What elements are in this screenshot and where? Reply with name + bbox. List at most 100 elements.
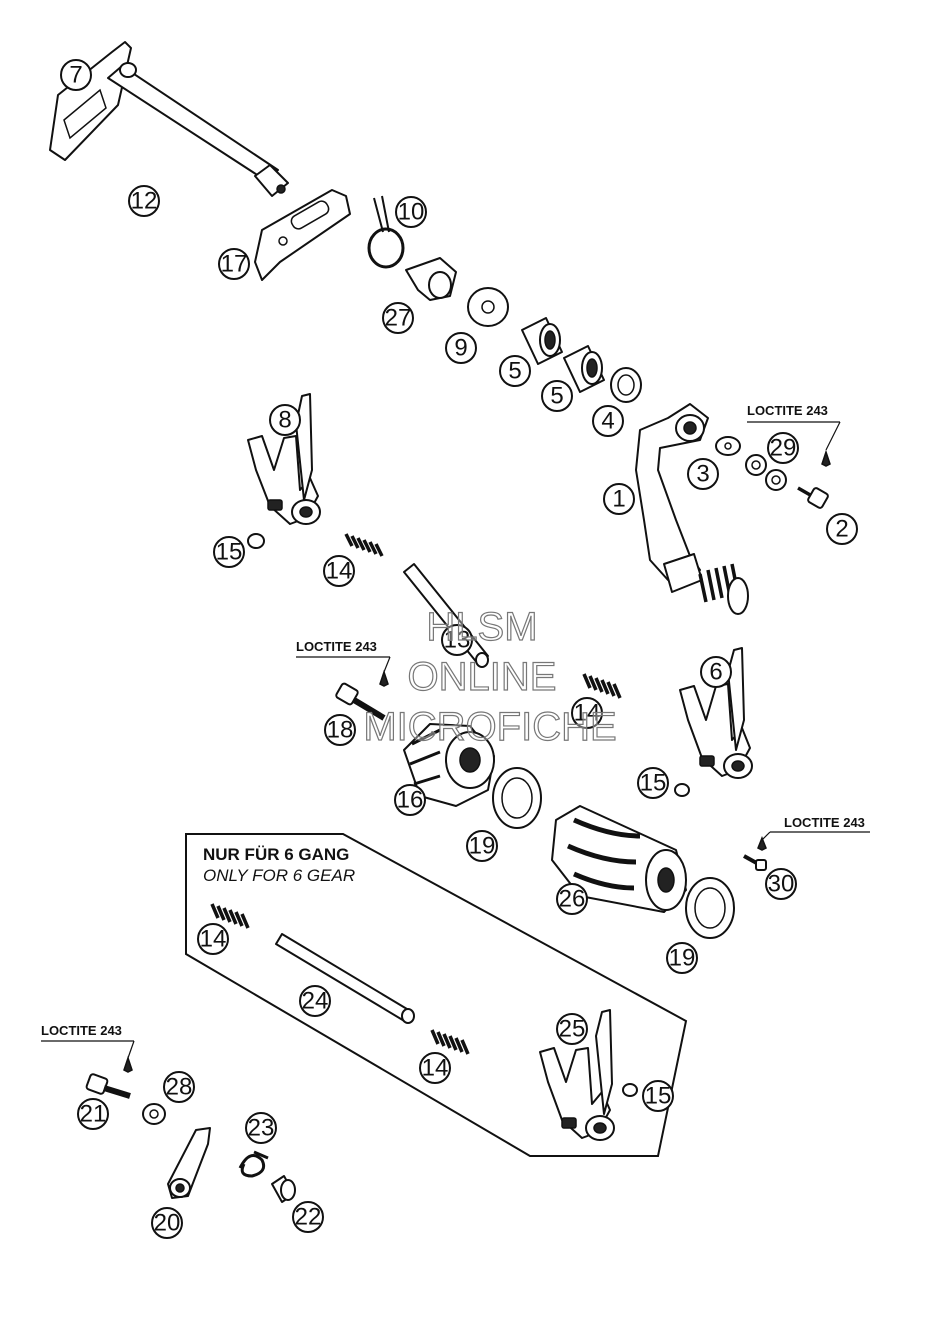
svg-text:13: 13: [444, 627, 471, 654]
svg-text:20: 20: [154, 1210, 181, 1237]
svg-text:LOCTITE 243: LOCTITE 243: [296, 639, 377, 654]
spring-inset-lower-part: [430, 1029, 470, 1055]
svg-text:14: 14: [574, 700, 601, 727]
svg-text:3: 3: [696, 461, 709, 488]
svg-text:22: 22: [295, 1204, 322, 1231]
spring-upper-part: [344, 533, 384, 557]
callout-9: 9: [445, 332, 477, 364]
drum-bearing-left-part: [492, 767, 542, 829]
six-gear-inset-frame: [185, 833, 688, 1157]
svg-text:MICROFICHE: MICROFICHE: [363, 705, 616, 749]
callout-7: 7: [60, 59, 92, 91]
svg-text:ONLINE: ONLINE: [408, 655, 557, 699]
callout-8: 8: [269, 404, 301, 436]
guide-pin-upper-part: [247, 533, 265, 549]
lever-washer-part: [715, 436, 741, 456]
svg-text:5: 5: [550, 383, 563, 410]
svg-text:15: 15: [645, 1083, 672, 1110]
needle-bearing-lower-part: [563, 345, 605, 393]
drum-bearing-right-part: [685, 877, 735, 939]
callout-1: 1: [603, 483, 635, 515]
callout-24: 24: [299, 985, 331, 1017]
callout-23: 23: [245, 1112, 277, 1144]
detent-washer-part: [142, 1103, 166, 1125]
callout-2: 2: [826, 513, 858, 545]
callout-4: 4: [592, 405, 624, 437]
svg-text:28: 28: [166, 1074, 193, 1101]
svg-text:HLSM: HLSM: [426, 605, 537, 649]
lever-nut-parts: [745, 454, 787, 491]
callout-16: 16: [394, 784, 426, 816]
loctite-label-detent: LOCTITE 243: [41, 1023, 135, 1059]
svg-text:30: 30: [768, 871, 795, 898]
svg-text:15: 15: [216, 539, 243, 566]
svg-text:6: 6: [709, 659, 722, 686]
shift-drum-part: [551, 805, 687, 913]
svg-text:17: 17: [221, 251, 248, 278]
callout-19b: 19: [666, 942, 698, 974]
svg-text:2: 2: [835, 516, 848, 543]
callout-29: 29: [767, 432, 799, 464]
svg-text:19: 19: [669, 945, 696, 972]
svg-text:24: 24: [302, 988, 329, 1015]
svg-text:14: 14: [200, 926, 227, 953]
loctite-label-lever: LOCTITE 243: [747, 403, 841, 451]
svg-text:12: 12: [131, 188, 158, 215]
svg-text:14: 14: [422, 1055, 449, 1082]
shift-shaft-part: [49, 41, 289, 197]
shift-lever-part: [635, 403, 749, 615]
callout-15a: 15: [213, 536, 245, 568]
callout-14d: 14: [419, 1052, 451, 1084]
callout-14a: 14: [323, 555, 355, 587]
callout-15c: 15: [642, 1080, 674, 1112]
spring-clip-part: [367, 195, 405, 269]
callout-14c: 14: [197, 923, 229, 955]
callout-15b: 15: [637, 767, 669, 799]
svg-text:9: 9: [454, 335, 467, 362]
washer-part: [467, 287, 509, 327]
svg-text:LOCTITE 243: LOCTITE 243: [747, 403, 828, 418]
svg-text:29: 29: [770, 435, 797, 462]
callout-27: 27: [382, 302, 414, 334]
svg-text:LOCTITE 243: LOCTITE 243: [41, 1023, 122, 1038]
detent-bolt-part: [85, 1055, 133, 1099]
callout-5b: 5: [541, 380, 573, 412]
callout-5a: 5: [499, 355, 531, 387]
drum-bolt-part: [335, 669, 389, 721]
callout-22: 22: [292, 1201, 324, 1233]
shift-fork-upper-part: [247, 393, 321, 525]
drum-screw-part: [743, 835, 767, 871]
callout-13: 13: [441, 624, 473, 656]
shift-drum-cam-part: [403, 723, 495, 807]
svg-text:10: 10: [398, 199, 425, 226]
watermark: HLSM ONLINE MICROFICHE: [363, 604, 618, 749]
callout-26: 26: [556, 883, 588, 915]
detent-sleeve-part: [271, 1175, 296, 1203]
callout-6: 6: [700, 656, 732, 688]
seal-ring-part: [610, 367, 642, 403]
detent-spring-part: [238, 1150, 269, 1178]
six-gear-note-en: ONLY FOR 6 GEAR: [203, 866, 355, 885]
detent-lever-part: [167, 1127, 211, 1199]
svg-text:14: 14: [326, 558, 353, 585]
svg-text:1: 1: [612, 486, 625, 513]
guide-pin-inset-part: [622, 1083, 638, 1097]
cam-bushing-part: [405, 257, 457, 301]
spring-middle-part: [582, 673, 622, 699]
svg-text:16: 16: [397, 787, 424, 814]
svg-text:7: 7: [69, 62, 82, 89]
svg-text:18: 18: [327, 717, 354, 744]
callout-12: 12: [128, 185, 160, 217]
svg-text:25: 25: [559, 1016, 586, 1043]
six-gear-note-de: NUR FÜR 6 GANG: [203, 845, 349, 864]
svg-text:19: 19: [469, 833, 496, 860]
guide-pin-middle-part: [674, 783, 690, 797]
needle-bearing-upper-part: [521, 317, 563, 365]
svg-text:21: 21: [80, 1101, 107, 1128]
spring-inset-upper-part: [210, 903, 250, 929]
svg-text:23: 23: [248, 1115, 275, 1142]
svg-text:8: 8: [278, 407, 291, 434]
callout-20: 20: [151, 1207, 183, 1239]
svg-text:15: 15: [640, 770, 667, 797]
callout-18: 18: [324, 714, 356, 746]
